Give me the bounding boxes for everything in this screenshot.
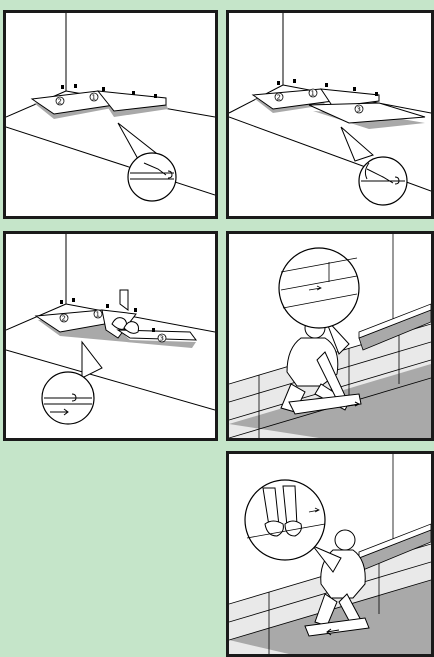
illustration-panel-step-5	[226, 451, 434, 657]
svg-text:1: 1	[311, 90, 315, 98]
svg-text:3: 3	[160, 335, 164, 343]
illustration-panel-step-4	[226, 231, 434, 441]
step-4-drawing	[229, 234, 431, 438]
svg-text:2: 2	[277, 94, 281, 102]
step-1-drawing: 2 1	[6, 13, 215, 216]
svg-text:2: 2	[58, 98, 62, 106]
joint-detail-callout	[128, 153, 176, 201]
step-5-drawing	[229, 454, 431, 654]
illustration-panel-step-1: 2 1	[3, 10, 218, 219]
illustration-panel-step-2: 2 1 3	[226, 10, 434, 219]
svg-text:2: 2	[62, 315, 66, 323]
svg-text:1: 1	[92, 94, 96, 102]
illustration-panel-step-3: 2 1 3	[3, 231, 218, 441]
svg-text:1: 1	[96, 311, 100, 319]
step-2-drawing: 2 1 3	[229, 13, 431, 216]
svg-text:3: 3	[357, 106, 361, 114]
step-3-drawing: 2 1 3	[6, 234, 215, 438]
